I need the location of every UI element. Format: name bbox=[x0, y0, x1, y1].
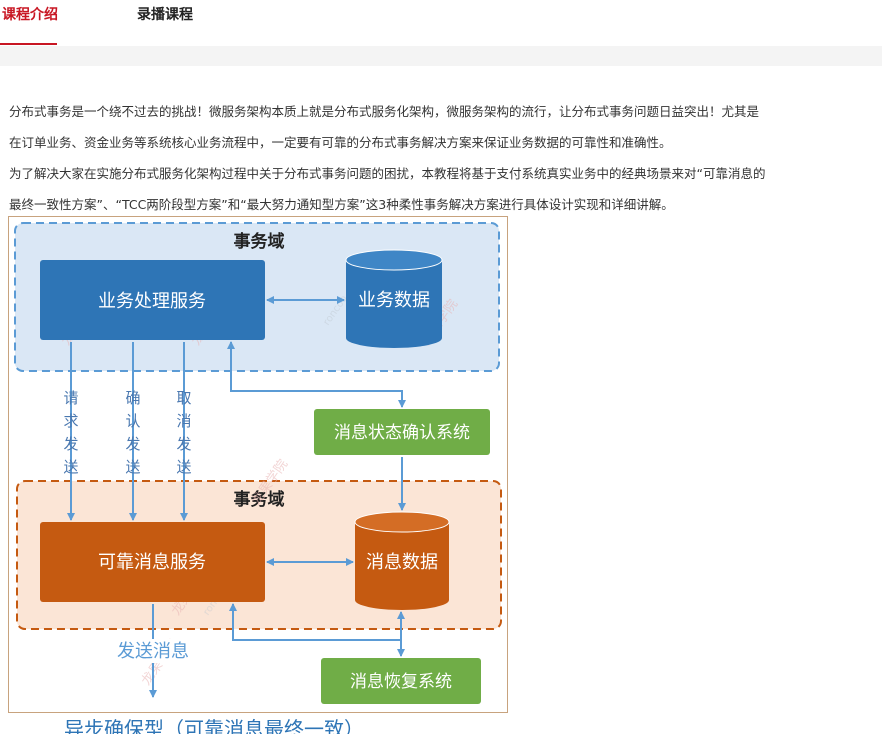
arrow-recovery-to-service bbox=[229, 603, 401, 641]
send-message-label-bg bbox=[112, 639, 196, 663]
diagram-svg: 事务域 事务域 龙果学院 龙果学院 龙果学院 龙果学院 龙果学院 龙果学院 ro… bbox=[8, 216, 508, 738]
status-confirm-system-label: 消息状态确认系统 bbox=[334, 423, 470, 443]
tab-divider-bar bbox=[0, 46, 882, 66]
request-send-label: 请求发送 bbox=[63, 389, 78, 476]
reliable-message-service-box bbox=[40, 522, 265, 602]
architecture-diagram: 事务域 事务域 龙果学院 龙果学院 龙果学院 龙果学院 龙果学院 龙果学院 ro… bbox=[8, 216, 510, 738]
arrow-status-check bbox=[227, 341, 406, 408]
top-domain-label: 事务域 bbox=[234, 231, 285, 252]
diagram-caption: 异步确保型（可靠消息最终一致） bbox=[64, 717, 364, 734]
description-line: 分布式事务是一个绕不过去的挑战！微服务架构本质上就是分布式服务化架构，微服务架构… bbox=[9, 104, 760, 119]
tab-course-intro[interactable]: 课程介绍 bbox=[2, 7, 58, 23]
business-data-label: 业务数据 bbox=[358, 290, 430, 311]
cancel-send-label: 取消发送 bbox=[176, 389, 191, 476]
business-data-cylinder bbox=[345, 249, 443, 348]
reliable-message-service-label: 可靠消息服务 bbox=[98, 552, 206, 573]
confirm-send-label: 确认发送 bbox=[125, 389, 140, 476]
description-line: 在订单业务、资金业务等系统核心业务流程中，一定要有可靠的分布式事务解决方案来保证… bbox=[9, 135, 672, 150]
business-service-label: 业务处理服务 bbox=[98, 291, 206, 312]
arrow-group bbox=[67, 296, 406, 698]
recovery-system-label: 消息恢复系统 bbox=[350, 672, 452, 692]
course-description: 分布式事务是一个绕不过去的挑战！微服务架构本质上就是分布式服务化架构，微服务架构… bbox=[9, 96, 869, 220]
tab-bar: 课程介绍 录播课程 bbox=[0, 0, 882, 46]
description-line: 为了解决大家在实施分布式服务化架构过程中关于分布式事务问题的困扰，本教程将基于支… bbox=[9, 166, 766, 181]
vertical-labels: 请求发送 确认发送 取消发送 bbox=[63, 389, 191, 476]
tab-recorded-courses[interactable]: 录播课程 bbox=[137, 7, 193, 23]
business-service-box bbox=[40, 260, 265, 340]
message-data-cylinder bbox=[354, 511, 450, 610]
status-confirm-system-box bbox=[314, 409, 490, 455]
recovery-system-box bbox=[321, 658, 481, 704]
description-line: 最终一致性方案”、“TCC两阶段型方案”和“最大努力通知型方案”这3种柔性事务解… bbox=[9, 197, 674, 212]
send-message-label: 发送消息 bbox=[117, 641, 189, 662]
message-data-label: 消息数据 bbox=[366, 552, 438, 573]
bottom-domain-label: 事务域 bbox=[234, 489, 285, 510]
active-tab-indicator bbox=[0, 43, 57, 45]
